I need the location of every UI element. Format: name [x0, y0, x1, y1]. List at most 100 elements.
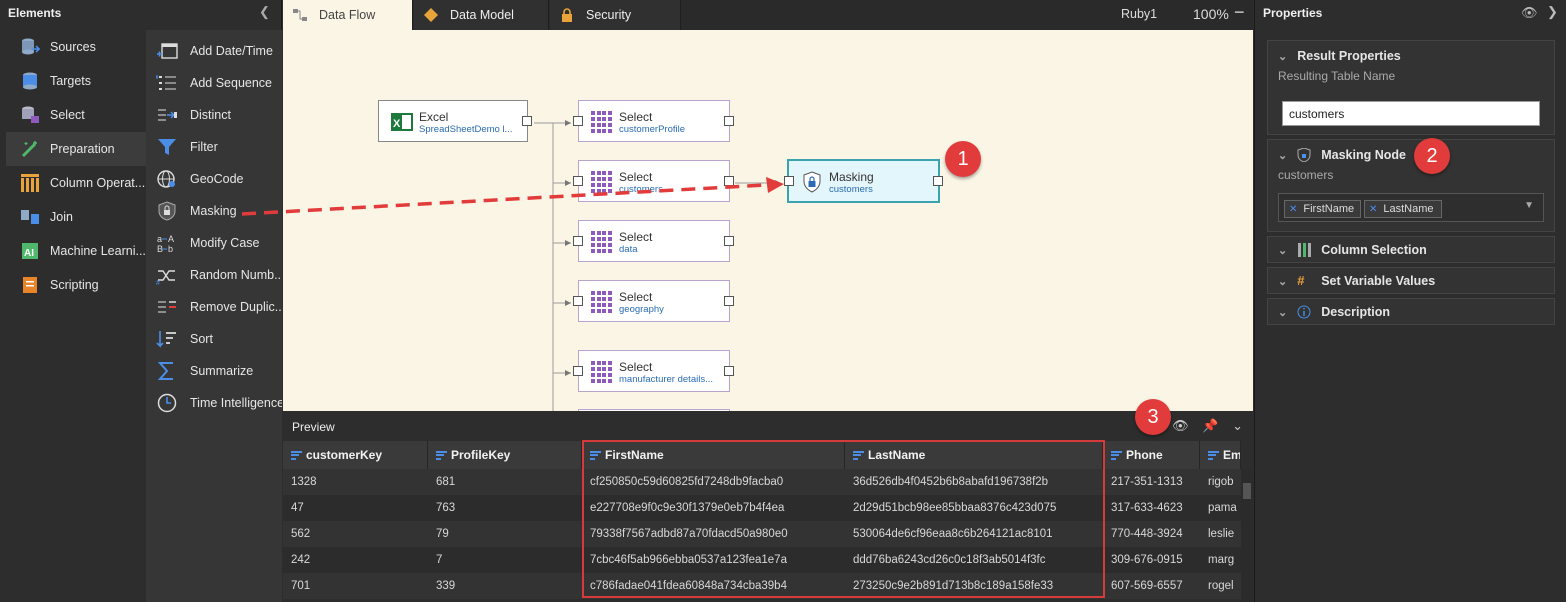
input-port[interactable]	[573, 176, 583, 186]
category-preparation[interactable]: Preparation	[6, 132, 146, 166]
input-port[interactable]	[784, 176, 794, 186]
input-port[interactable]	[573, 116, 583, 126]
grid-icon	[591, 361, 613, 383]
tool-time-intelligence[interactable]: Time Intelligence	[146, 387, 282, 419]
table-row[interactable]: 701 339 c786fadae041fdea60848a734cba39b4…	[283, 573, 1241, 599]
input-port[interactable]	[573, 236, 583, 246]
column-header[interactable]: ProfileKey	[428, 441, 582, 469]
mask-columns-select[interactable]: ✕FirstName ✕LastName ▼	[1278, 193, 1544, 222]
section-header[interactable]: ⌄ Result Properties	[1278, 49, 1401, 63]
remove-icon[interactable]: ✕	[1369, 203, 1378, 215]
column-header[interactable]: Emai	[1200, 441, 1241, 469]
resulting-table-name-input[interactable]	[1282, 101, 1540, 126]
script-icon	[20, 275, 40, 295]
cell: leslie	[1208, 528, 1235, 540]
tool-label: Remove Duplic...	[190, 300, 282, 314]
tool-sort[interactable]: Sort	[146, 323, 282, 355]
description-section[interactable]: ⌄ Description	[1267, 298, 1555, 325]
tool-remove-duplicates[interactable]: Remove Duplic...	[146, 291, 282, 323]
section-header[interactable]: ⌄ # Set Variable Values	[1278, 273, 1436, 289]
select-node-data[interactable]: Select data	[573, 220, 734, 262]
column-chip[interactable]: ✕LastName	[1364, 200, 1442, 218]
pin-icon[interactable]: 📌	[1202, 418, 1219, 433]
tool-masking[interactable]: Masking	[146, 195, 282, 227]
cell: e227708e9f0c9e30f1379e0eb7b4f4ea	[590, 502, 785, 514]
tab-data-model[interactable]: Data Model	[414, 0, 549, 30]
tool-add-sequence[interactable]: Add Sequence	[146, 67, 282, 99]
shield-lock-icon	[156, 200, 178, 222]
tab-data-flow[interactable]: Data Flow	[283, 0, 413, 30]
input-port[interactable]	[573, 366, 583, 376]
output-port[interactable]	[724, 236, 734, 246]
zoom-out-button[interactable]: −	[1234, 2, 1245, 22]
tool-filter[interactable]: Filter	[146, 131, 282, 163]
masking-node[interactable]: Masking customers	[784, 159, 943, 203]
tool-label: Modify Case	[190, 236, 260, 250]
eye-icon[interactable]: 👁	[1521, 5, 1538, 20]
column-header[interactable]: customerKey	[283, 441, 428, 469]
column-chip[interactable]: ✕FirstName	[1284, 200, 1361, 218]
grid-body: 1328 681 cf250850c59d60825fd7248db9facba…	[283, 469, 1241, 599]
database-select-icon	[20, 105, 40, 125]
category-label: Column Operat...	[50, 176, 146, 190]
tool-distinct[interactable]: Distinct	[146, 99, 282, 131]
eye-icon[interactable]: 👁	[1172, 418, 1189, 433]
tool-summarize[interactable]: Summarize	[146, 355, 282, 387]
data-flow-canvas[interactable]: X Excel SpreadSheetDemo l... Select cust…	[283, 30, 1253, 411]
svg-text:A: A	[168, 234, 174, 244]
collapse-panel-icon[interactable]: ❮	[259, 4, 270, 19]
category-column-operations[interactable]: Column Operat...	[6, 166, 146, 200]
output-port[interactable]	[724, 296, 734, 306]
output-port[interactable]	[724, 116, 734, 126]
section-header[interactable]: ⌄ Description	[1278, 305, 1390, 319]
scrollbar-thumb[interactable]	[1243, 483, 1251, 499]
random-icon: #	[156, 264, 178, 287]
category-machine-learning[interactable]: AI Machine Learni...	[6, 234, 146, 268]
column-header[interactable]: Phone	[1103, 441, 1200, 469]
category-label: Targets	[50, 74, 91, 88]
column-header[interactable]: FirstName	[582, 441, 845, 469]
column-selection-section[interactable]: ⌄ Column Selection	[1267, 236, 1555, 263]
set-variable-values-section[interactable]: ⌄ # Set Variable Values	[1267, 267, 1555, 294]
select-node-customer-profile[interactable]: Select customerProfile	[573, 100, 734, 142]
tool-geocode[interactable]: GeoCode	[146, 163, 282, 195]
tool-random-number[interactable]: # Random Numb...	[146, 259, 282, 291]
table-row[interactable]: 562 79 79338f7567adbd87a70fdacd50a980e0 …	[283, 521, 1241, 547]
dropdown-arrow-icon[interactable]: ▼	[1524, 200, 1534, 211]
chevron-right-icon[interactable]: ❯	[1547, 4, 1558, 19]
output-port[interactable]	[522, 116, 532, 126]
data-flow-icon	[293, 8, 307, 22]
input-port[interactable]	[573, 296, 583, 306]
section-header[interactable]: ⌄ Masking Node	[1278, 147, 1406, 163]
select-node-partial[interactable]	[578, 409, 730, 411]
chevron-down-icon: ⌄	[1278, 244, 1288, 257]
remove-icon[interactable]: ✕	[1289, 203, 1298, 215]
category-select[interactable]: Select	[6, 98, 146, 132]
select-node-manufacturer-details[interactable]: Select manufacturer details...	[573, 350, 734, 392]
category-targets[interactable]: Targets	[6, 64, 146, 98]
output-port[interactable]	[933, 176, 943, 186]
tool-label: Distinct	[190, 108, 231, 122]
chevron-down-icon[interactable]: ⌄	[1232, 418, 1243, 433]
table-row[interactable]: 47 763 e227708e9f0c9e30f1379e0eb7b4f4ea …	[283, 495, 1241, 521]
tool-add-date-time[interactable]: Add Date/Time	[146, 35, 282, 67]
tool-label: Sort	[190, 332, 213, 346]
category-join[interactable]: Join	[6, 200, 146, 234]
category-scripting[interactable]: Scripting	[6, 268, 146, 302]
node-title: Masking	[829, 170, 874, 184]
zoom-level: 100%	[1193, 6, 1229, 22]
category-sources[interactable]: Sources	[6, 30, 146, 64]
table-row[interactable]: 242 7 7cbc46f5ab966ebba0537a123fea1e7a d…	[283, 547, 1241, 573]
tab-security[interactable]: Security	[550, 0, 681, 30]
output-port[interactable]	[724, 366, 734, 376]
select-node-geography[interactable]: Select geography	[573, 280, 734, 322]
columns-icon	[20, 173, 40, 193]
column-header[interactable]: LastName	[845, 441, 1103, 469]
section-header[interactable]: ⌄ Column Selection	[1278, 243, 1427, 257]
excel-source-node[interactable]: X Excel SpreadSheetDemo l...	[378, 100, 532, 142]
table-row[interactable]: 1328 681 cf250850c59d60825fd7248db9facba…	[283, 469, 1241, 495]
vertical-scrollbar[interactable]	[1241, 469, 1253, 602]
cell: cf250850c59d60825fd7248db9facba0	[590, 476, 784, 488]
magic-wand-icon	[20, 139, 40, 159]
